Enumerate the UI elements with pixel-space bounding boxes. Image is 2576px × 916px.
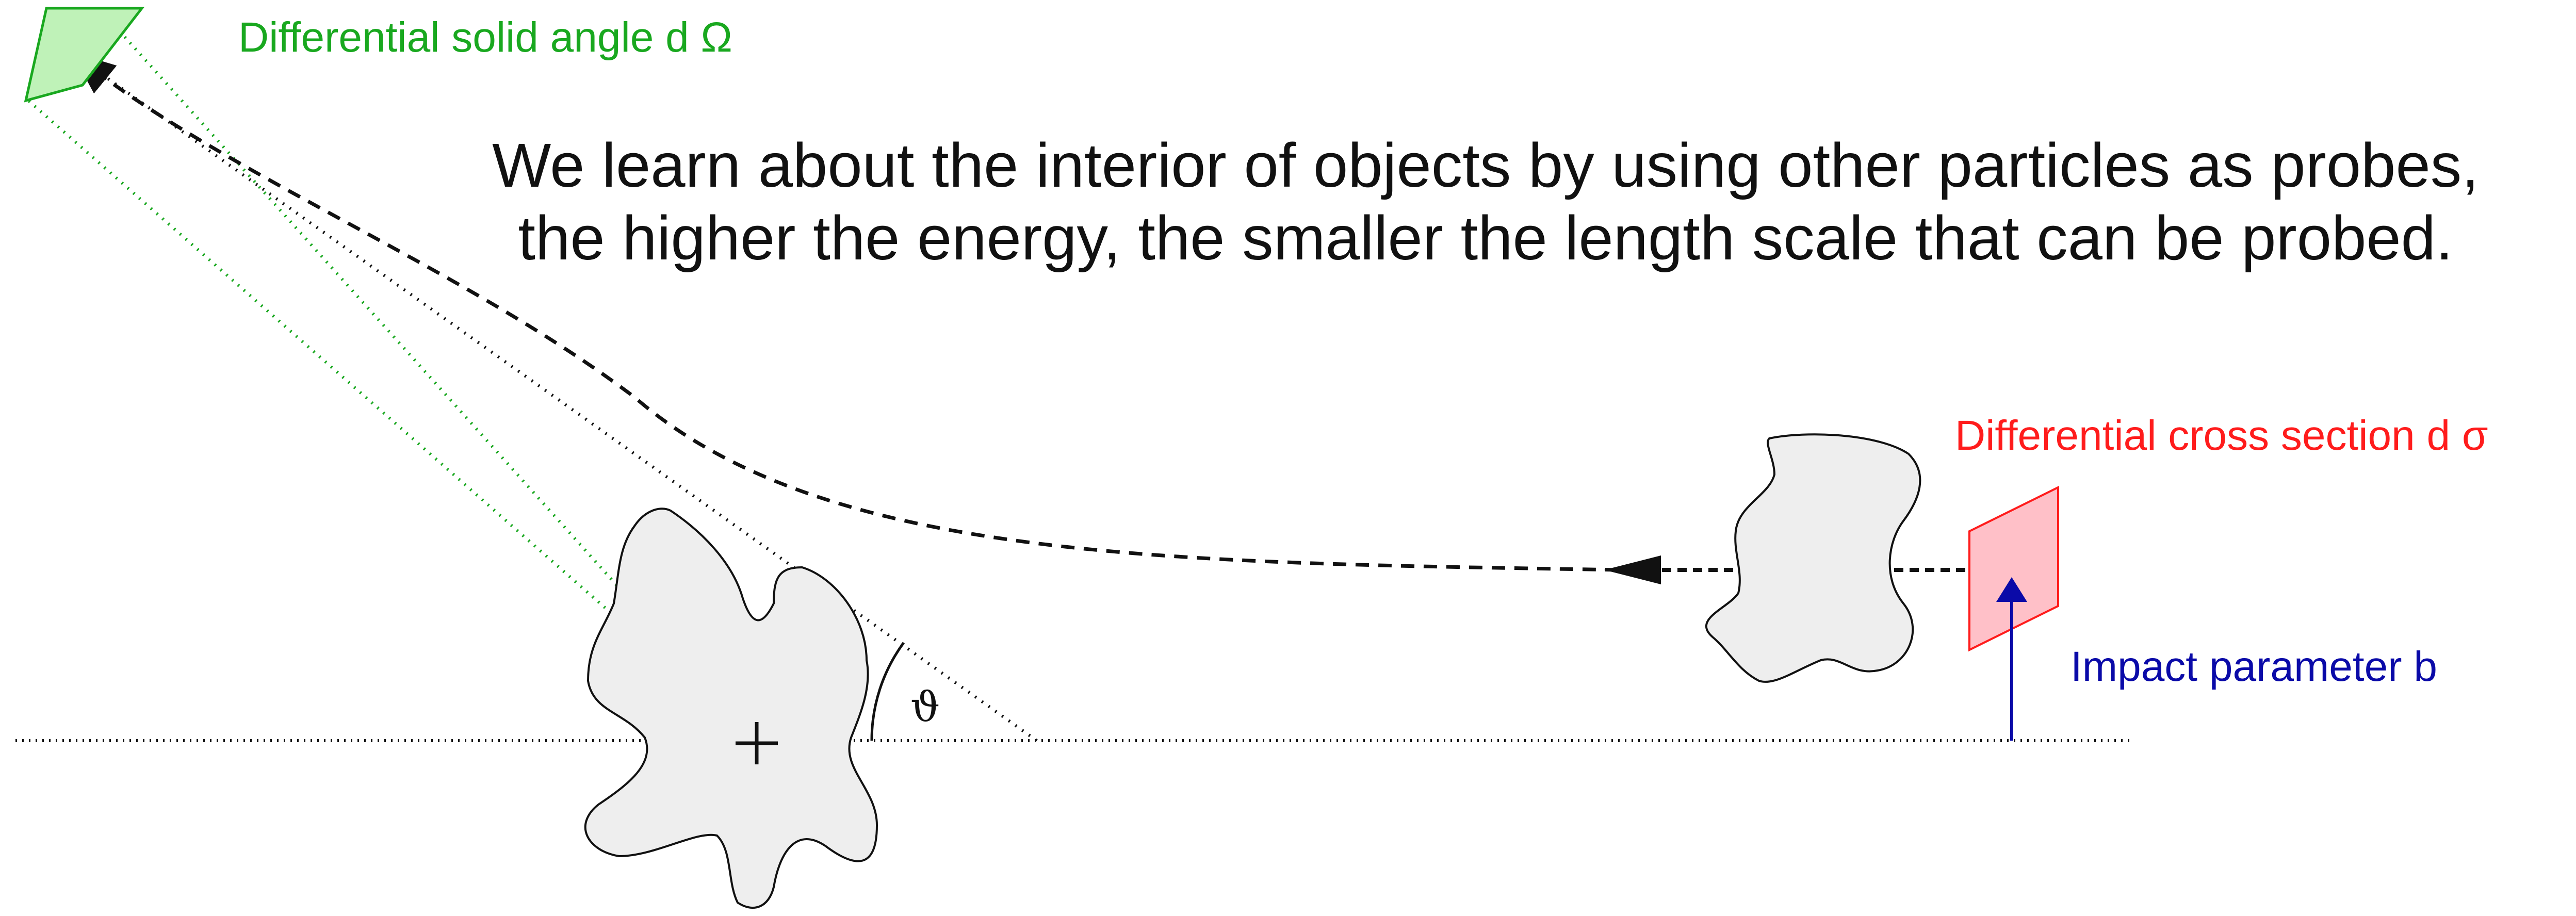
solid-angle-element — [26, 8, 142, 101]
caption-line-1: We learn about the interior of objects b… — [392, 129, 2576, 202]
incoming-particle-blob — [1706, 434, 1920, 682]
scattering-angle-symbol: ϑ — [910, 683, 940, 731]
explanatory-caption: We learn about the interior of objects b… — [392, 129, 2576, 274]
target-blob — [585, 509, 877, 908]
cross-section-label: Differential cross section d σ — [1955, 413, 2488, 459]
scattering-angle-arc — [872, 643, 904, 741]
solid-angle-label: Differential solid angle d Ω — [238, 14, 732, 61]
cross-section-element — [1969, 487, 2058, 650]
arrowhead-icon — [1604, 555, 1661, 584]
caption-line-2: the higher the energy, the smaller the l… — [392, 202, 2576, 274]
impact-parameter-label: Impact parameter b — [2070, 644, 2437, 690]
